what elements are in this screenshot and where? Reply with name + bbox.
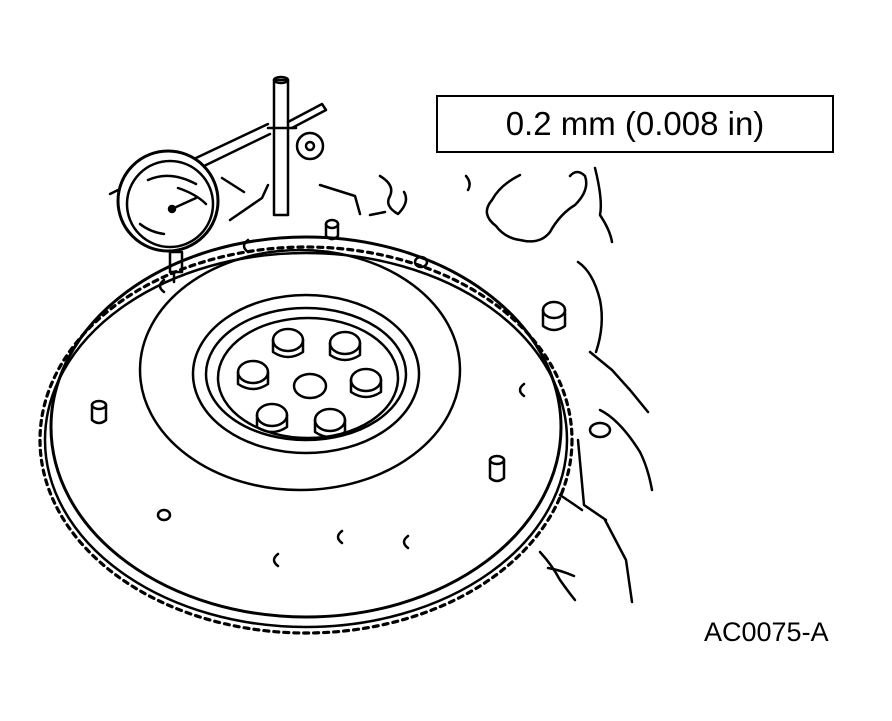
bolt-head: [328, 330, 362, 362]
bolt-head: [255, 402, 289, 434]
dial-indicator-stand: [194, 75, 328, 217]
figure-id: AC0075-A: [704, 617, 829, 647]
runout-spec-text: 0.2 mm (0.008 in): [505, 105, 765, 142]
clutch-hub-inner: [204, 306, 408, 442]
ring-gear-teeth: [38, 245, 574, 635]
dial-needle: [172, 196, 198, 210]
engine-dowel-pin: [541, 300, 567, 332]
engine-top-pin: [324, 218, 340, 241]
crank-flange: [216, 316, 400, 440]
engine-lower-pin: [588, 421, 612, 439]
runout-spec-callout: 0.2 mm (0.008 in): [436, 95, 834, 153]
bolt-head: [271, 327, 305, 359]
engine-block-outline: [220, 166, 654, 604]
pilot-bore: [292, 372, 328, 400]
clutch-hub-outer: [191, 293, 421, 455]
dial-indicator: [108, 149, 220, 284]
flywheel-bolts: [236, 327, 383, 439]
bolt-head: [236, 359, 270, 391]
ring-gear-outer-rim: [43, 251, 569, 629]
flywheel-face-outer: [49, 235, 563, 619]
dial-gauge-bezel: [116, 149, 220, 253]
dial-plunger-stem: [168, 250, 184, 274]
bolt-head: [349, 367, 383, 399]
flywheel: [38, 235, 574, 635]
bolt-head: [313, 407, 347, 439]
dowel-pins-and-holes: [90, 238, 526, 568]
flywheel-hub-step: [138, 248, 462, 492]
dial-gauge-face: [125, 159, 215, 249]
